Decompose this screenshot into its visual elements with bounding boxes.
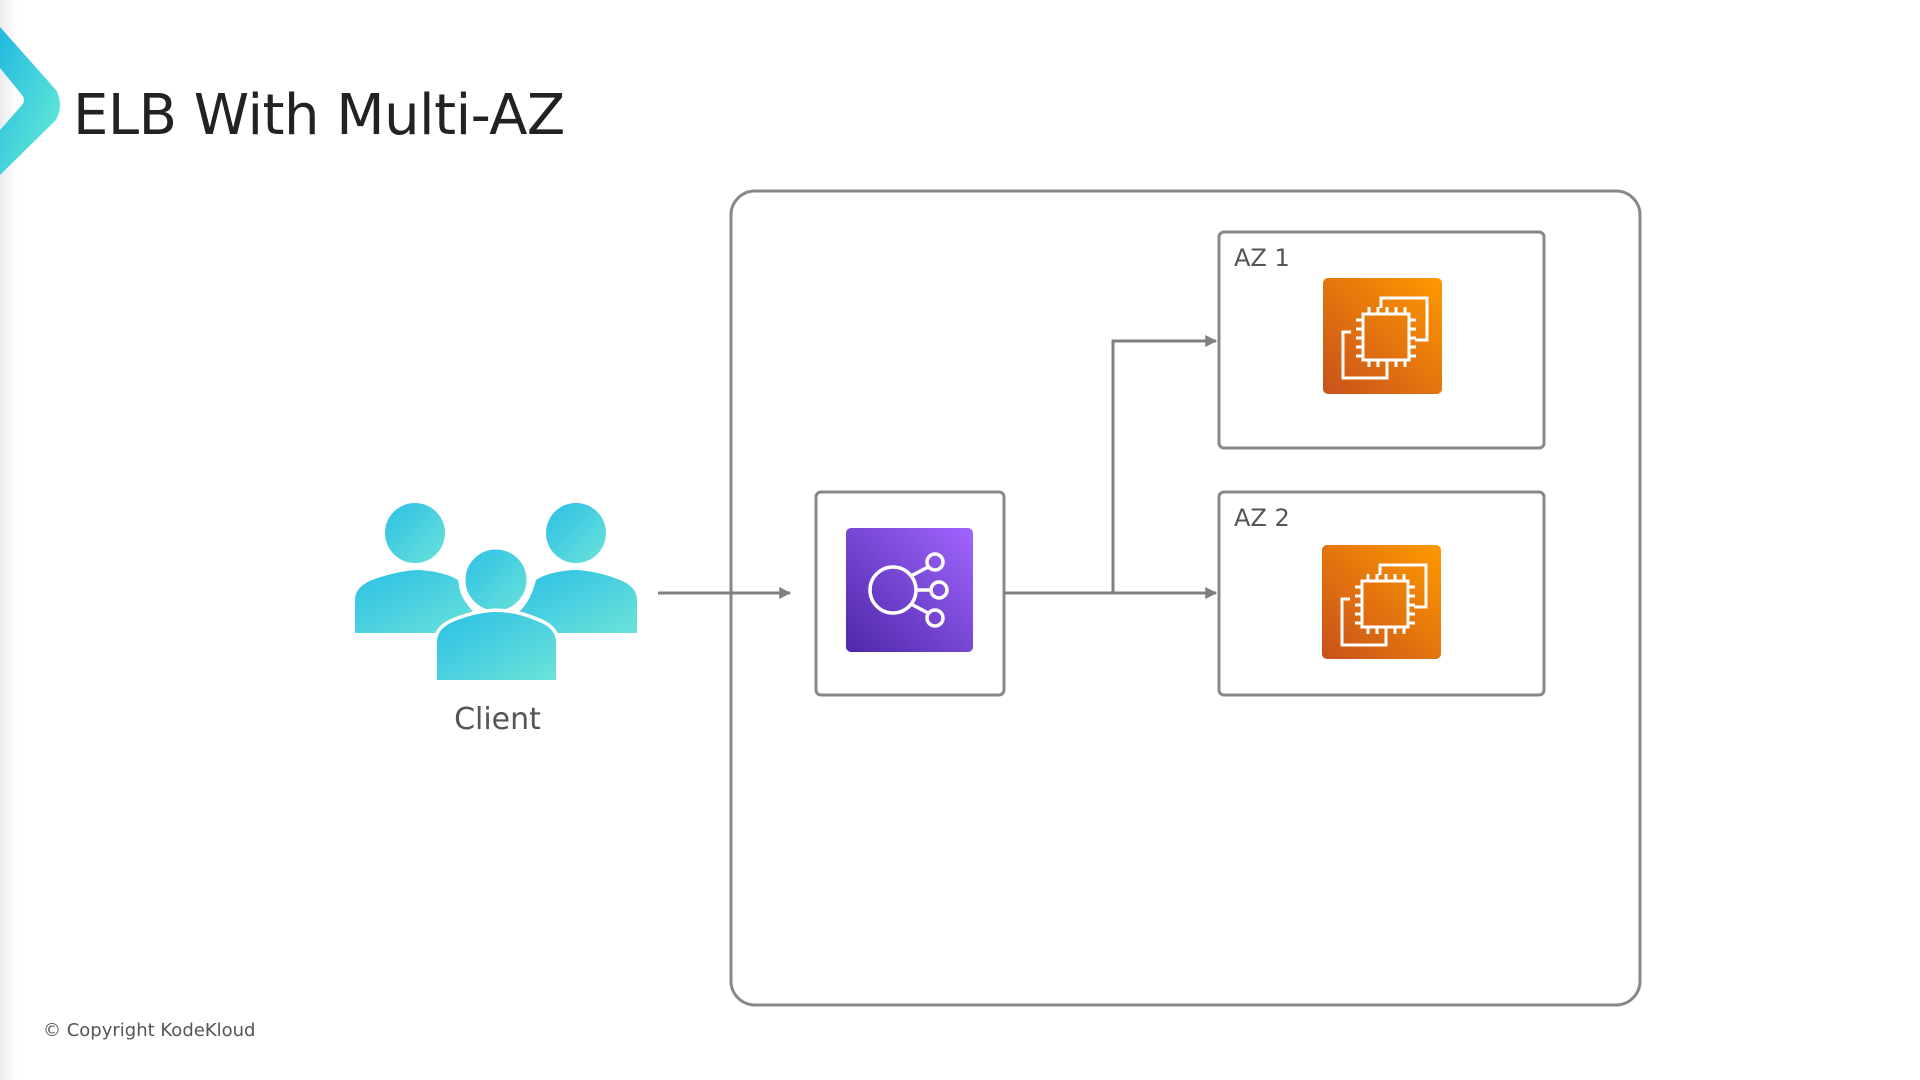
kodekloud-chevron-logo-icon (0, 27, 60, 175)
elastic-load-balancer-icon (846, 528, 973, 652)
slide-edge-strip (0, 0, 18, 1080)
ec2-instance-icon (1323, 278, 1442, 394)
connector-elb-to-azs (1004, 335, 1218, 599)
client-label: Client (454, 702, 541, 737)
az2-label: AZ 2 (1234, 504, 1290, 532)
copyright-footer: © Copyright KodeKloud (43, 1020, 256, 1041)
arrow-elb-to-az1 (1111, 335, 1218, 593)
az1-label: AZ 1 (1234, 244, 1290, 272)
region-container (729, 189, 1642, 1007)
slide-title: ELB With Multi-AZ (73, 83, 565, 148)
client-users-icon (355, 503, 637, 684)
ec2-instance-icon (1322, 545, 1441, 659)
